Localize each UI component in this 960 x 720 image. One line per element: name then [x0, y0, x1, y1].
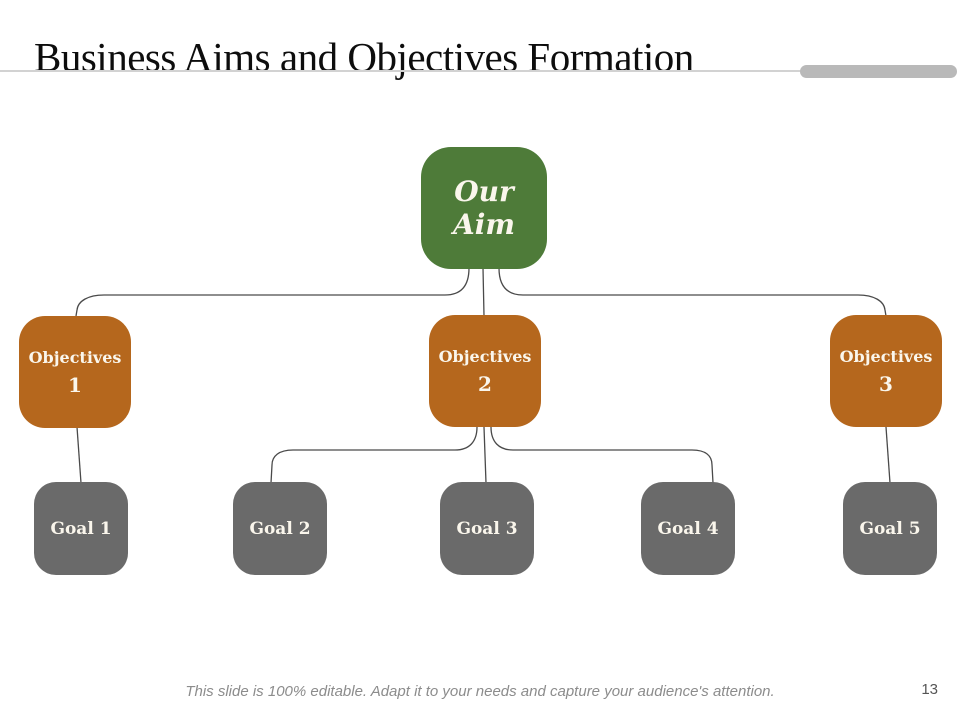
node-goal-3[interactable]: Goal 3 [440, 482, 534, 575]
node-goal-1[interactable]: Goal 1 [34, 482, 128, 575]
goal-3-label: Goal 3 [456, 518, 518, 539]
node-objectives-2[interactable]: Objectives 2 [429, 315, 541, 427]
goal-5-label: Goal 5 [859, 518, 921, 539]
objectives-1-label: Objectives [28, 347, 122, 367]
objectives-2-label: Objectives [438, 346, 532, 366]
title-divider-line [0, 70, 806, 72]
goal-1-label: Goal 1 [50, 518, 112, 539]
goal-2-label: Goal 2 [249, 518, 311, 539]
node-objectives-1[interactable]: Objectives 1 [19, 316, 131, 428]
objectives-2-number: 2 [478, 371, 492, 396]
our-aim-line2: Aim [453, 208, 515, 241]
node-goal-2[interactable]: Goal 2 [233, 482, 327, 575]
slide-title: Business Aims and Objectives Formation [34, 34, 694, 81]
node-goal-5[interactable]: Goal 5 [843, 482, 937, 575]
objectives-3-label: Objectives [839, 346, 933, 366]
footer-note: This slide is 100% editable. Adapt it to… [185, 683, 775, 700]
objectives-3-number: 3 [879, 371, 893, 396]
our-aim-line1: Our [454, 175, 514, 208]
goal-4-label: Goal 4 [657, 518, 719, 539]
title-accent-bar [800, 65, 957, 78]
objectives-1-number: 1 [68, 372, 82, 397]
node-goal-4[interactable]: Goal 4 [641, 482, 735, 575]
page-number: 13 [921, 681, 938, 698]
node-objectives-3[interactable]: Objectives 3 [830, 315, 942, 427]
node-our-aim[interactable]: Our Aim [421, 147, 547, 269]
